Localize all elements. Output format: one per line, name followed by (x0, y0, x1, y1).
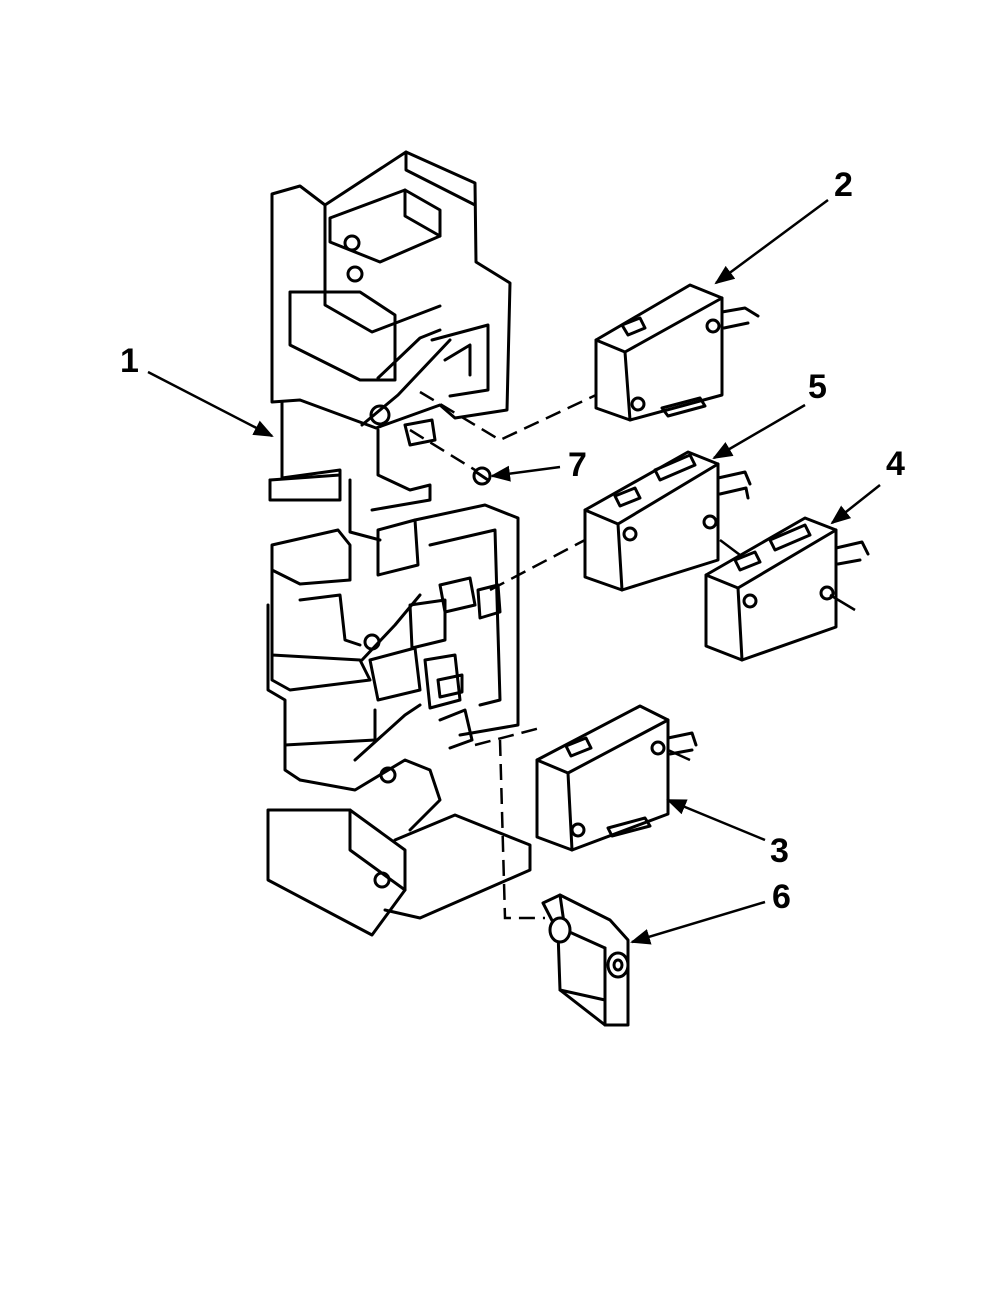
leader-arrow-2 (714, 198, 829, 285)
callout-3: 3 (770, 832, 789, 870)
micro-switch-part-4 (704, 516, 870, 662)
latch-bracket-part-1 (266, 150, 532, 937)
actuator-lever-part-6 (541, 893, 630, 1027)
leader-arrow-7 (490, 465, 561, 482)
leader-arrow-3 (666, 798, 766, 842)
callout-1: 1 (120, 342, 139, 380)
callout-labels: 1 2 3 4 5 6 7 (120, 166, 905, 916)
assembly-dashed-lines (409, 390, 856, 920)
callout-2: 2 (834, 166, 853, 204)
leader-arrows (147, 198, 881, 945)
micro-switch-part-2 (594, 283, 760, 422)
leader-arrow-1 (147, 370, 274, 438)
callout-4: 4 (886, 445, 905, 483)
screw-part-7 (472, 466, 492, 486)
micro-switch-part-3 (535, 704, 698, 852)
callout-7: 7 (568, 446, 587, 484)
leader-arrow-5 (712, 403, 806, 460)
callout-6: 6 (772, 878, 791, 916)
callout-5: 5 (808, 368, 827, 406)
leader-arrow-4 (830, 484, 881, 525)
micro-switch-part-5 (583, 450, 752, 592)
leader-arrow-6 (630, 900, 766, 945)
